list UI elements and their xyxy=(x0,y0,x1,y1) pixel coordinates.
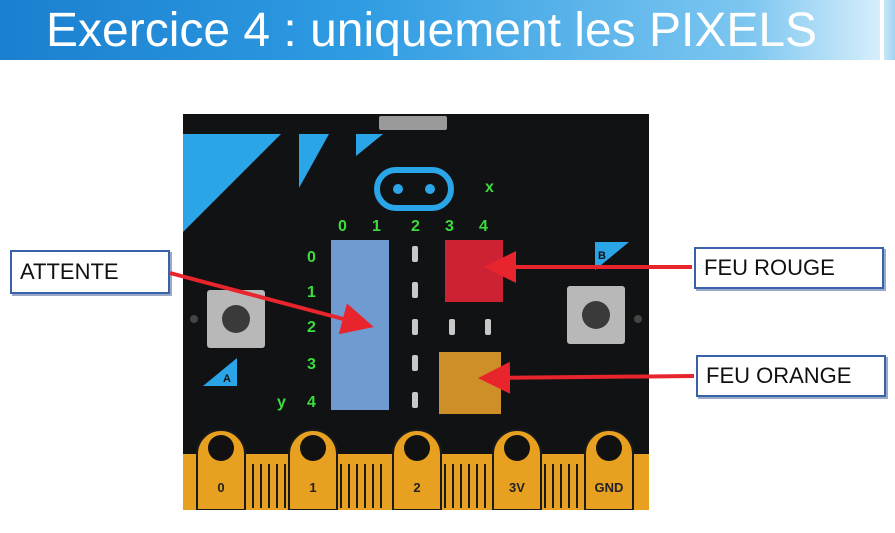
feu-orange-zone xyxy=(439,352,501,414)
x-axis-label: x xyxy=(485,179,494,196)
col-number: 3 xyxy=(445,218,454,235)
col-number: 4 xyxy=(479,218,488,235)
row-number: 3 xyxy=(307,356,316,373)
slide-title: Exercice 4 : uniquement les PIXELS xyxy=(46,4,818,57)
row-number: 4 xyxy=(307,394,316,411)
row-number: 2 xyxy=(307,319,316,336)
connector-teeth xyxy=(252,464,578,508)
feu-rouge-label: FEU ROUGE xyxy=(694,247,884,289)
button-b-label: B xyxy=(598,250,606,262)
title-bar-edge xyxy=(884,0,895,60)
feu-orange-label: FEU ORANGE xyxy=(696,355,886,397)
pin-label: 3V xyxy=(509,480,525,495)
title-bar xyxy=(0,0,880,60)
col-number: 1 xyxy=(372,218,381,235)
row-number: 1 xyxy=(307,284,316,301)
col-number: 2 xyxy=(411,218,420,235)
button-a-tab xyxy=(203,358,237,386)
attente-zone xyxy=(331,240,389,410)
pin-label: 0 xyxy=(217,480,224,495)
logo-stripe-small xyxy=(356,134,383,156)
microbit-board: x y 0 1 2 3 4 0 1 2 3 4 A B xyxy=(183,114,649,510)
pin-pads xyxy=(196,429,634,510)
row-number: 0 xyxy=(307,249,316,266)
pin-label: 2 xyxy=(413,480,420,495)
usb-connector xyxy=(379,116,447,130)
pin-label: GND xyxy=(595,480,624,495)
pin-label: 1 xyxy=(309,480,316,495)
microbit-logo xyxy=(374,167,454,211)
button-a-label: A xyxy=(223,373,231,385)
y-axis-label: y xyxy=(277,394,286,411)
logo-stripe xyxy=(299,134,329,188)
led-pixels xyxy=(412,246,491,408)
feu-rouge-zone xyxy=(445,240,503,302)
logo-corner xyxy=(183,134,281,232)
col-number: 0 xyxy=(338,218,347,235)
button-b-tab xyxy=(595,242,629,270)
attente-label: ATTENTE xyxy=(10,250,170,294)
